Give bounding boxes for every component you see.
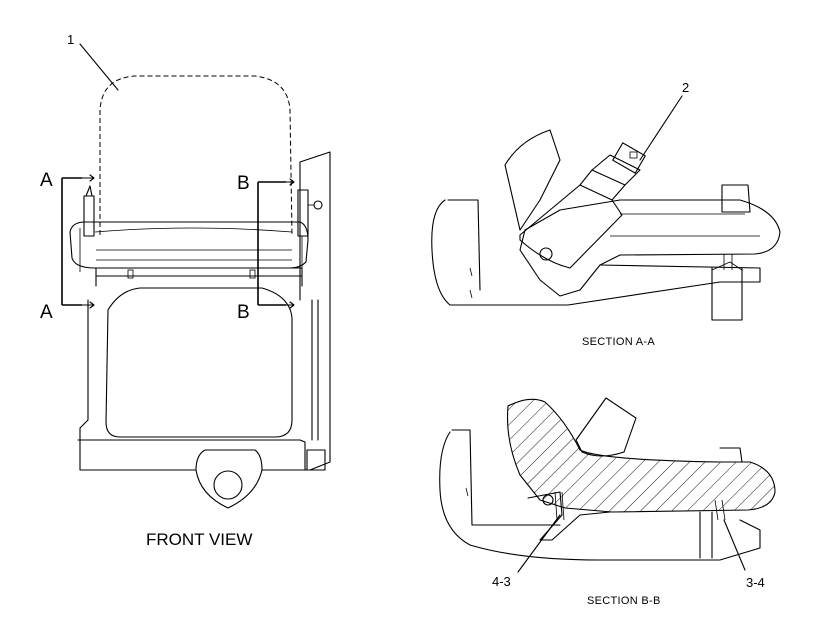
part-number-3-4: 3-4 bbox=[746, 575, 765, 590]
section-a-label-top: A bbox=[40, 170, 53, 191]
front-view-caption: FRONT VIEW bbox=[146, 530, 252, 549]
section-bb-caption: SECTION B-B bbox=[587, 595, 661, 607]
side-lever-right bbox=[297, 189, 323, 272]
leader-part-4-3 bbox=[517, 514, 561, 573]
front-view bbox=[61, 43, 331, 509]
section-aa-cushion bbox=[519, 199, 781, 297]
leader-part-3-4 bbox=[723, 519, 746, 571]
section-b-label-top: B bbox=[237, 173, 250, 194]
inner-panel bbox=[105, 287, 293, 438]
section-bb-view bbox=[439, 397, 776, 573]
seat-cushion bbox=[69, 221, 309, 287]
seat-back bbox=[99, 75, 293, 236]
section-bb-console bbox=[439, 431, 761, 561]
part-number-1: 1 bbox=[67, 32, 74, 47]
section-bb-cushion bbox=[507, 398, 776, 513]
section-aa-backrest bbox=[504, 129, 561, 231]
base-frame bbox=[77, 151, 331, 471]
leader-part-2 bbox=[639, 95, 683, 161]
section-b-cut-line bbox=[257, 178, 295, 309]
part-number-2: 2 bbox=[682, 80, 689, 95]
side-lever-left bbox=[79, 185, 95, 272]
section-aa-view bbox=[431, 95, 781, 321]
section-bb-backrest bbox=[575, 397, 637, 457]
section-aa-lever bbox=[519, 142, 646, 269]
section-a-cut-line bbox=[61, 174, 95, 309]
leader-part-1 bbox=[79, 43, 119, 91]
hitch-bracket bbox=[189, 449, 263, 509]
section-a-label-bottom: A bbox=[40, 302, 53, 323]
section-aa-console bbox=[431, 199, 761, 306]
part-number-4-3: 4-3 bbox=[492, 574, 511, 589]
section-aa-caption: SECTION A-A bbox=[582, 336, 655, 348]
section-b-label-bottom: B bbox=[237, 302, 250, 323]
